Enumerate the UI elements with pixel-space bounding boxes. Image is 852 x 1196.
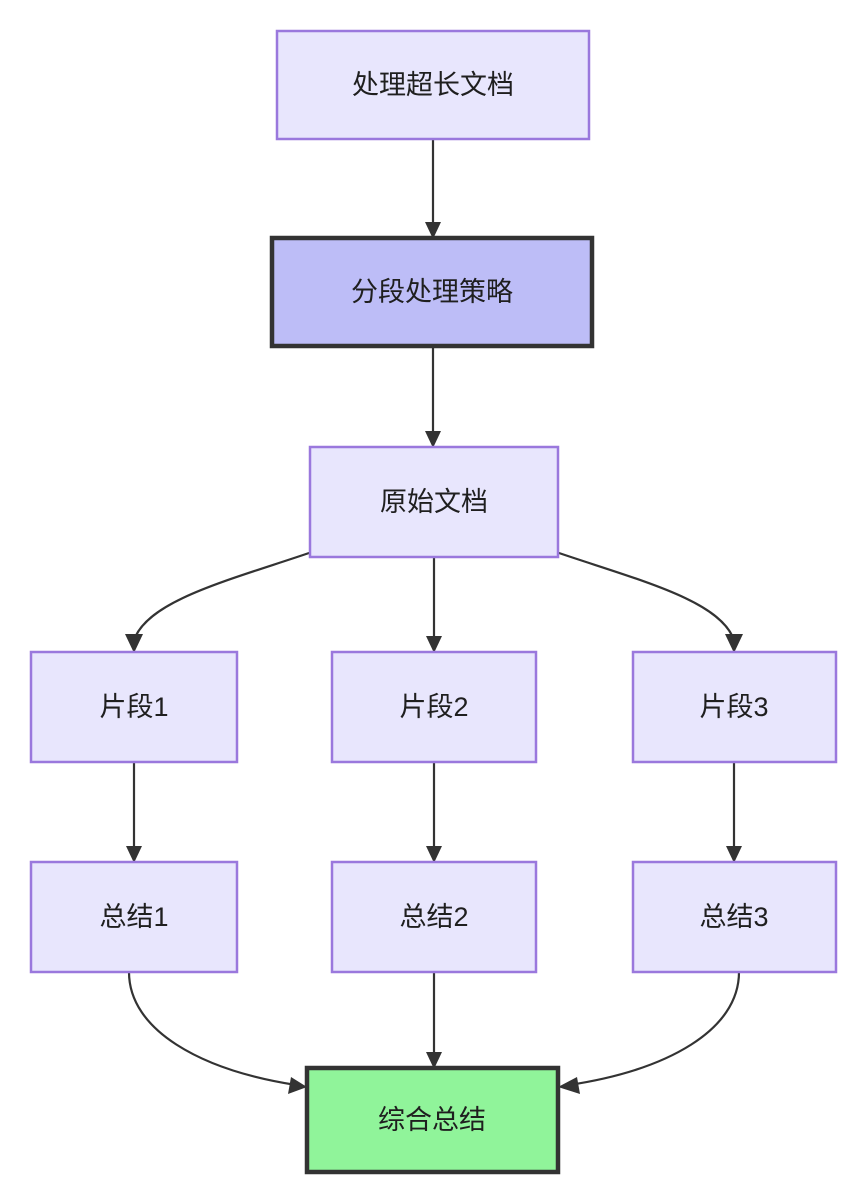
- node-shape[interactable]: [631, 860, 838, 974]
- edge-source-to-fragment3: [555, 550, 743, 653]
- arrowhead-icon: [726, 846, 742, 863]
- edge-source-to-fragment1: [125, 550, 313, 653]
- arrowhead-icon: [425, 431, 441, 448]
- node-shape[interactable]: [275, 29, 591, 141]
- arrowhead-icon: [126, 846, 142, 863]
- edge-source-to-fragment2: [426, 557, 442, 653]
- edge-summary2-to-final: [426, 972, 442, 1069]
- node-shape[interactable]: [308, 445, 560, 559]
- node-chunking-strategy[interactable]: 分段处理策略: [269, 235, 595, 349]
- node-summary-3[interactable]: 总结3: [631, 860, 838, 974]
- edge-fragment2-to-summary2: [426, 762, 442, 863]
- node-fragment-2[interactable]: 片段2: [330, 650, 538, 764]
- node-shape[interactable]: [330, 650, 538, 764]
- arrowhead-icon: [426, 1052, 442, 1069]
- node-fragment-3[interactable]: 片段3: [631, 650, 838, 764]
- node-shape[interactable]: [304, 1065, 561, 1175]
- node-shape[interactable]: [330, 860, 538, 974]
- edge-process-to-strategy: [425, 139, 441, 239]
- arrowhead-icon: [288, 1077, 307, 1094]
- arrowhead-icon: [558, 1077, 580, 1094]
- arrowhead-icon: [426, 636, 442, 653]
- node-combined-summary[interactable]: 综合总结: [304, 1065, 561, 1175]
- edge-fragment1-to-summary1: [126, 762, 142, 863]
- edge-layer: [125, 139, 743, 1094]
- edge-fragment3-to-summary3: [726, 762, 742, 863]
- node-summary-2[interactable]: 总结2: [330, 860, 538, 974]
- node-shape[interactable]: [631, 650, 838, 764]
- edge-line: [555, 550, 736, 641]
- node-layer: 处理超长文档 分段处理策略 原始文档 片段1 片段2 片段3 总结1: [29, 29, 838, 1175]
- edge-strategy-to-source: [425, 346, 441, 448]
- node-process-long-document[interactable]: 处理超长文档: [275, 29, 591, 141]
- node-shape[interactable]: [269, 235, 595, 349]
- arrowhead-icon: [425, 222, 441, 239]
- arrowhead-icon: [725, 634, 743, 653]
- node-shape[interactable]: [29, 860, 239, 974]
- node-source-document[interactable]: 原始文档: [308, 445, 560, 559]
- arrowhead-icon: [426, 846, 442, 863]
- node-summary-1[interactable]: 总结1: [29, 860, 239, 974]
- arrowhead-icon: [125, 634, 143, 653]
- node-fragment-1[interactable]: 片段1: [29, 650, 239, 764]
- edge-line: [132, 550, 313, 641]
- node-shape[interactable]: [29, 650, 239, 764]
- edge-summary1-to-final: [127, 971, 307, 1094]
- edge-line: [568, 971, 741, 1087]
- edge-summary3-to-final: [558, 971, 741, 1094]
- edge-line: [127, 971, 297, 1087]
